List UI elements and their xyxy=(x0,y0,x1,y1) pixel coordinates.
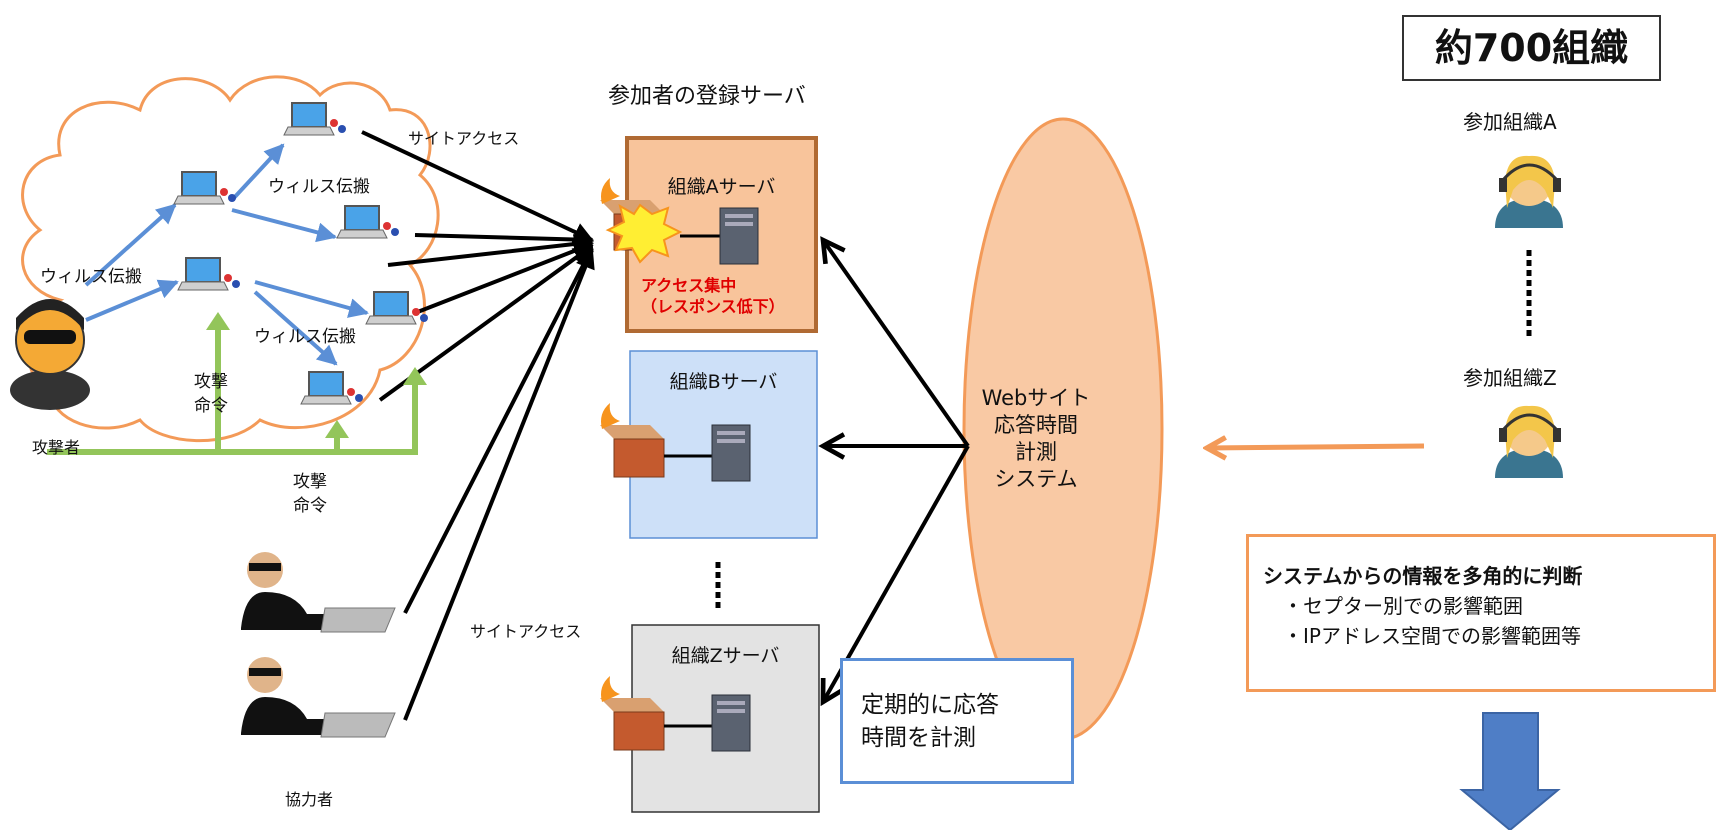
attacker-label: 攻撃者 xyxy=(32,438,81,457)
virus-spread-label: ウィルス伝搬 xyxy=(40,267,142,287)
infected-laptop-icon xyxy=(365,291,428,325)
analysis-info-title: システムからの情報を多角的に判断 xyxy=(1263,564,1583,588)
server-a-panel: 組織Aサーバ アクセス集中 （レスポンス低下） xyxy=(627,138,816,331)
virus-spread-arrows xyxy=(84,143,369,366)
site-access-label-top: サイトアクセス xyxy=(408,129,520,148)
firewall-icon xyxy=(600,676,665,751)
participant-org-z-label: 参加組織Z xyxy=(1463,366,1557,390)
attack-burst-icon xyxy=(605,203,683,264)
firewall-icon xyxy=(600,403,665,478)
attacker-icon xyxy=(10,299,90,410)
participant-org-a-label: 参加組織A xyxy=(1463,110,1557,134)
collaborator-icon xyxy=(241,552,396,633)
measurement-note: 定期的に応答 時間を計測 xyxy=(840,658,1074,784)
registration-servers-title: 参加者の登録サーバ xyxy=(608,84,806,109)
access-concentration-alert: アクセス集中 （レスポンス低下） xyxy=(641,276,785,316)
infected-laptop-icon xyxy=(300,371,363,405)
site-access-arrows xyxy=(361,130,595,721)
collaborator-label: 協力者 xyxy=(285,790,334,809)
infected-laptop-icon xyxy=(283,102,346,136)
server-a-title: 組織Aサーバ xyxy=(667,176,776,198)
analysis-info-item: ・セプター別での影響範囲 xyxy=(1283,594,1523,618)
infected-laptop-icon xyxy=(173,171,236,205)
virus-spread-label: ウィルス伝搬 xyxy=(268,177,370,197)
operator-z-icon xyxy=(1495,405,1563,478)
report-arrow xyxy=(1207,446,1425,448)
operator-a-icon xyxy=(1495,155,1563,228)
measurement-system-label: Webサイト 応答時間 計測 システム xyxy=(981,386,1091,491)
server-b-panel: 組織Bサーバ xyxy=(630,351,817,538)
attack-command-label: 攻撃 命令 xyxy=(194,372,228,416)
server-icon xyxy=(719,207,759,265)
measurement-arrows xyxy=(823,240,970,702)
attack-command-label: 攻撃 命令 xyxy=(293,472,327,516)
down-arrow xyxy=(1459,712,1561,830)
server-icon xyxy=(711,424,751,482)
server-icon xyxy=(711,694,751,752)
site-access-label-bottom: サイトアクセス xyxy=(470,622,582,641)
analysis-info-box: システムからの情報を多角的に判断 ・セプター別での影響範囲 ・IPアドレス空間で… xyxy=(1246,534,1716,692)
virus-spread-label: ウィルス伝搬 xyxy=(254,327,356,347)
attack-command-arrows xyxy=(47,312,427,455)
infected-laptop-icon xyxy=(336,205,399,239)
analysis-info-item: ・IPアドレス空間での影響範囲等 xyxy=(1283,624,1581,648)
org-count-box: 約700組織 xyxy=(1402,15,1661,81)
server-b-title: 組織Bサーバ xyxy=(669,371,778,393)
server-z-panel: 組織Zサーバ xyxy=(632,625,819,812)
collaborator-icon xyxy=(241,657,396,738)
server-z-title: 組織Zサーバ xyxy=(671,645,780,667)
infected-laptop-icon xyxy=(177,257,240,291)
